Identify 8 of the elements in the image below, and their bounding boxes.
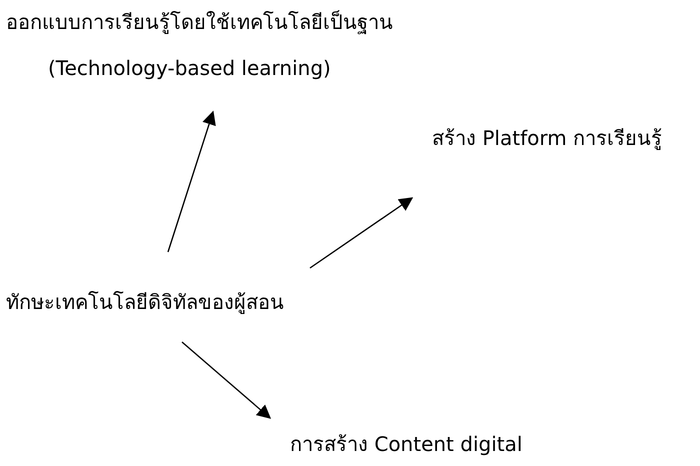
arrow	[310, 197, 414, 269]
node-label: การสร้าง Content digital	[290, 432, 522, 456]
node-label: ออกแบบการเรียนรู้โดยใช้เทคโนโลยีเป็นฐาน	[6, 10, 393, 34]
node-label: สร้าง Platform การเรียนรู้	[432, 126, 662, 150]
arrow	[182, 342, 272, 419]
node-label: ทักษะเทคโนโลยีดิจิทัลของผู้สอน	[6, 290, 284, 314]
node-subtitle: (Technology-based learning)	[48, 56, 332, 80]
arrow	[167, 110, 216, 252]
